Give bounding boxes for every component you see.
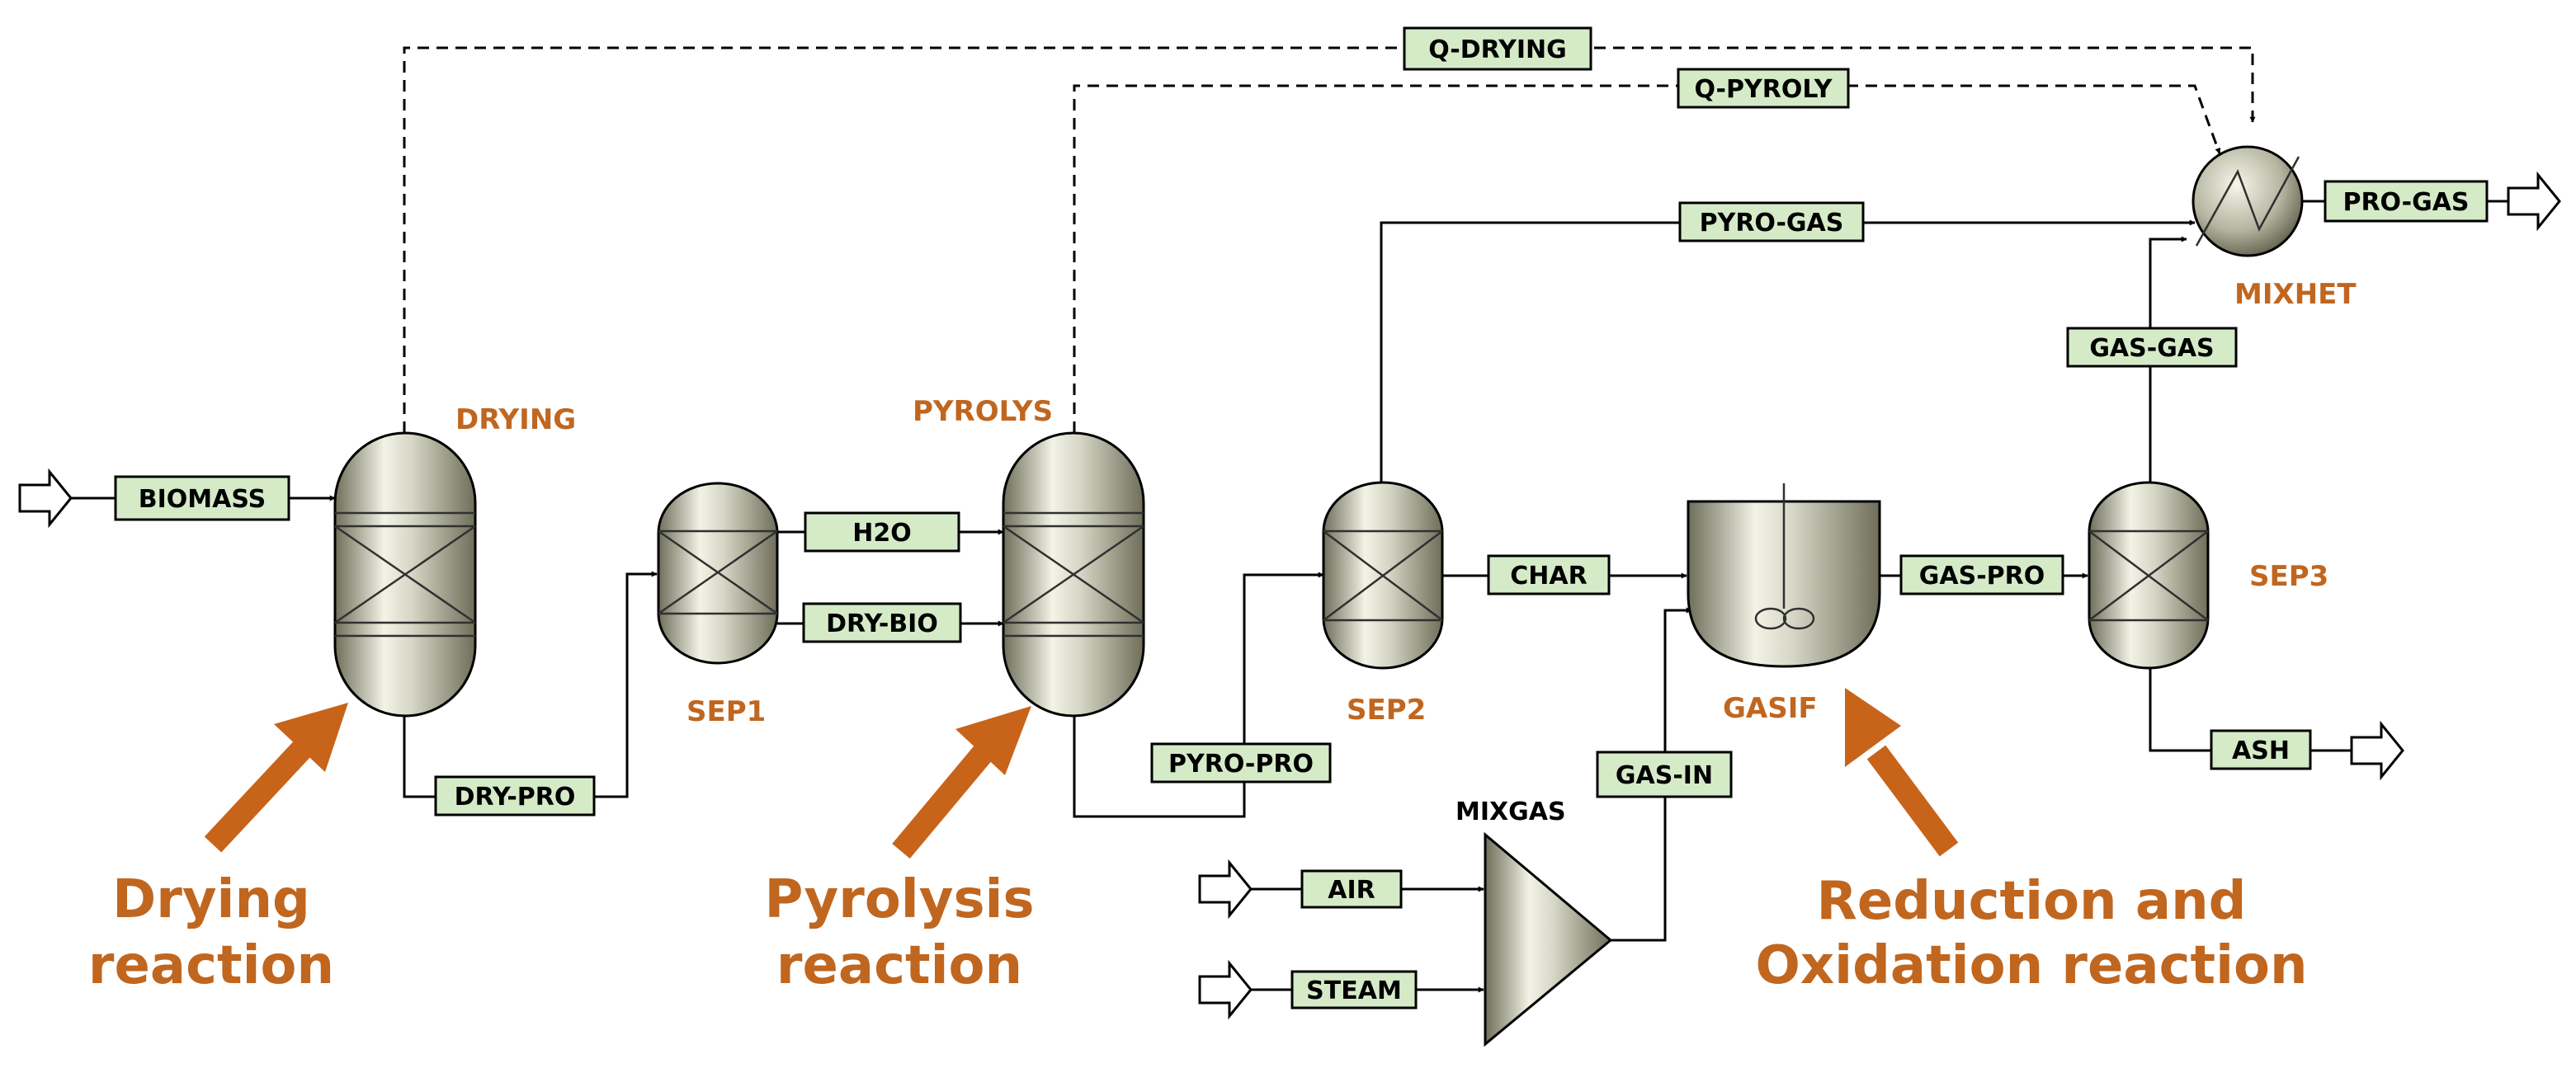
sep1-separator[interactable] — [657, 482, 779, 665]
stream-label-gas-in[interactable]: GAS-IN — [1596, 751, 1733, 798]
stream-label-steam[interactable]: STEAM — [1290, 970, 1418, 1009]
stream-label-q-pyroly[interactable]: Q-PYROLY — [1677, 68, 1850, 109]
stream-label-pyro-pro[interactable]: PYRO-PRO — [1150, 742, 1332, 784]
svg-text:BIOMASS: BIOMASS — [139, 485, 266, 514]
redox-caption-line2: Oxidation reaction — [1755, 935, 2307, 996]
product-arrow-ash-icon — [2350, 720, 2404, 781]
sep1-block-label: SEP1 — [686, 695, 766, 728]
mixgas-block-label: MIXGAS — [1455, 798, 1566, 826]
sep3-block-label: SEP3 — [2249, 560, 2328, 593]
pyrolysis-caption-line1: Pyrolysis — [764, 869, 1034, 930]
svg-text:H2O: H2O — [852, 519, 911, 548]
drying-pointer-arrow-icon — [204, 703, 348, 853]
svg-text:Q-PYROLY: Q-PYROLY — [1695, 75, 1833, 104]
sep3-separator[interactable] — [2088, 481, 2210, 670]
drying-reactor[interactable] — [333, 431, 477, 718]
stream-label-dry-bio[interactable]: DRY-BIO — [802, 602, 962, 643]
sep2-separator[interactable] — [1322, 481, 1444, 670]
heat-stream-q-pyroly[interactable] — [1073, 84, 2221, 433]
mixgas-mixer[interactable] — [1484, 831, 1613, 1047]
redox-pointer-arrow-icon — [1845, 688, 1959, 857]
stream-line-pyro-pro[interactable] — [1073, 572, 1324, 818]
stream-label-air[interactable]: AIR — [1300, 869, 1403, 909]
stream-label-pro-gas[interactable]: PRO-GAS — [2324, 180, 2489, 223]
pyrolysis-caption-line2: reaction — [776, 935, 1022, 996]
feed-arrow-biomass-icon — [18, 468, 73, 529]
svg-text:GAS-IN: GAS-IN — [1616, 761, 1713, 790]
svg-text:AIR: AIR — [1328, 876, 1375, 905]
pyrolysis-pointer-arrow-icon — [892, 706, 1031, 859]
svg-text:DRY-PRO: DRY-PRO — [455, 783, 576, 812]
stream-label-dry-pro[interactable]: DRY-PRO — [434, 775, 596, 817]
product-arrow-pro-gas-icon — [2507, 171, 2561, 232]
svg-text:GAS-PRO: GAS-PRO — [1919, 562, 2045, 591]
stream-label-h2o[interactable]: H2O — [804, 511, 960, 553]
stream-line-dry-pro[interactable] — [403, 571, 658, 798]
sep2-block-label: SEP2 — [1347, 694, 1426, 727]
feed-arrow-steam-icon — [1198, 959, 1253, 1020]
svg-text:GAS-GAS: GAS-GAS — [2089, 334, 2214, 363]
stream-label-q-drying[interactable]: Q-DRYING — [1403, 26, 1592, 71]
gasif-block-label: GASIF — [1723, 692, 1818, 725]
pyrolys-block-label: PYROLYS — [913, 395, 1053, 428]
stream-label-char[interactable]: CHAR — [1487, 554, 1611, 595]
mixhet-heater[interactable] — [2191, 145, 2304, 257]
stream-label-gas-gas[interactable]: GAS-GAS — [2066, 327, 2238, 368]
svg-text:PRO-GAS: PRO-GAS — [2342, 188, 2469, 217]
feed-arrow-air-icon — [1198, 859, 1253, 920]
drying-block-label: DRYING — [455, 403, 576, 436]
svg-text:Q-DRYING: Q-DRYING — [1428, 35, 1567, 64]
svg-text:PYRO-GAS: PYRO-GAS — [1700, 209, 1844, 238]
drying-caption-line1: Drying — [112, 869, 310, 930]
stream-line-gas-gas[interactable] — [2149, 236, 2187, 485]
svg-text:ASH: ASH — [2232, 737, 2290, 765]
heat-stream-q-drying[interactable] — [403, 46, 2256, 433]
stream-label-pyro-gas[interactable]: PYRO-GAS — [1678, 201, 1865, 242]
pyrolys-reactor[interactable] — [1002, 431, 1145, 718]
stream-label-gas-pro[interactable]: GAS-PRO — [1899, 554, 2064, 595]
svg-text:CHAR: CHAR — [1510, 562, 1587, 591]
drying-caption-line2: reaction — [88, 935, 334, 996]
svg-text:STEAM: STEAM — [1306, 977, 1402, 1005]
svg-text:PYRO-PRO: PYRO-PRO — [1168, 750, 1314, 779]
gasif-reactor[interactable] — [1687, 483, 1881, 668]
stream-label-biomass[interactable]: BIOMASS — [114, 475, 290, 521]
svg-text:DRY-BIO: DRY-BIO — [826, 609, 938, 638]
stream-line-pyro-gas[interactable] — [1380, 219, 2196, 482]
redox-caption-line1: Reduction and — [1817, 871, 2247, 932]
stream-label-ash[interactable]: ASH — [2210, 729, 2312, 770]
mixhet-block-label: MIXHET — [2234, 278, 2357, 311]
